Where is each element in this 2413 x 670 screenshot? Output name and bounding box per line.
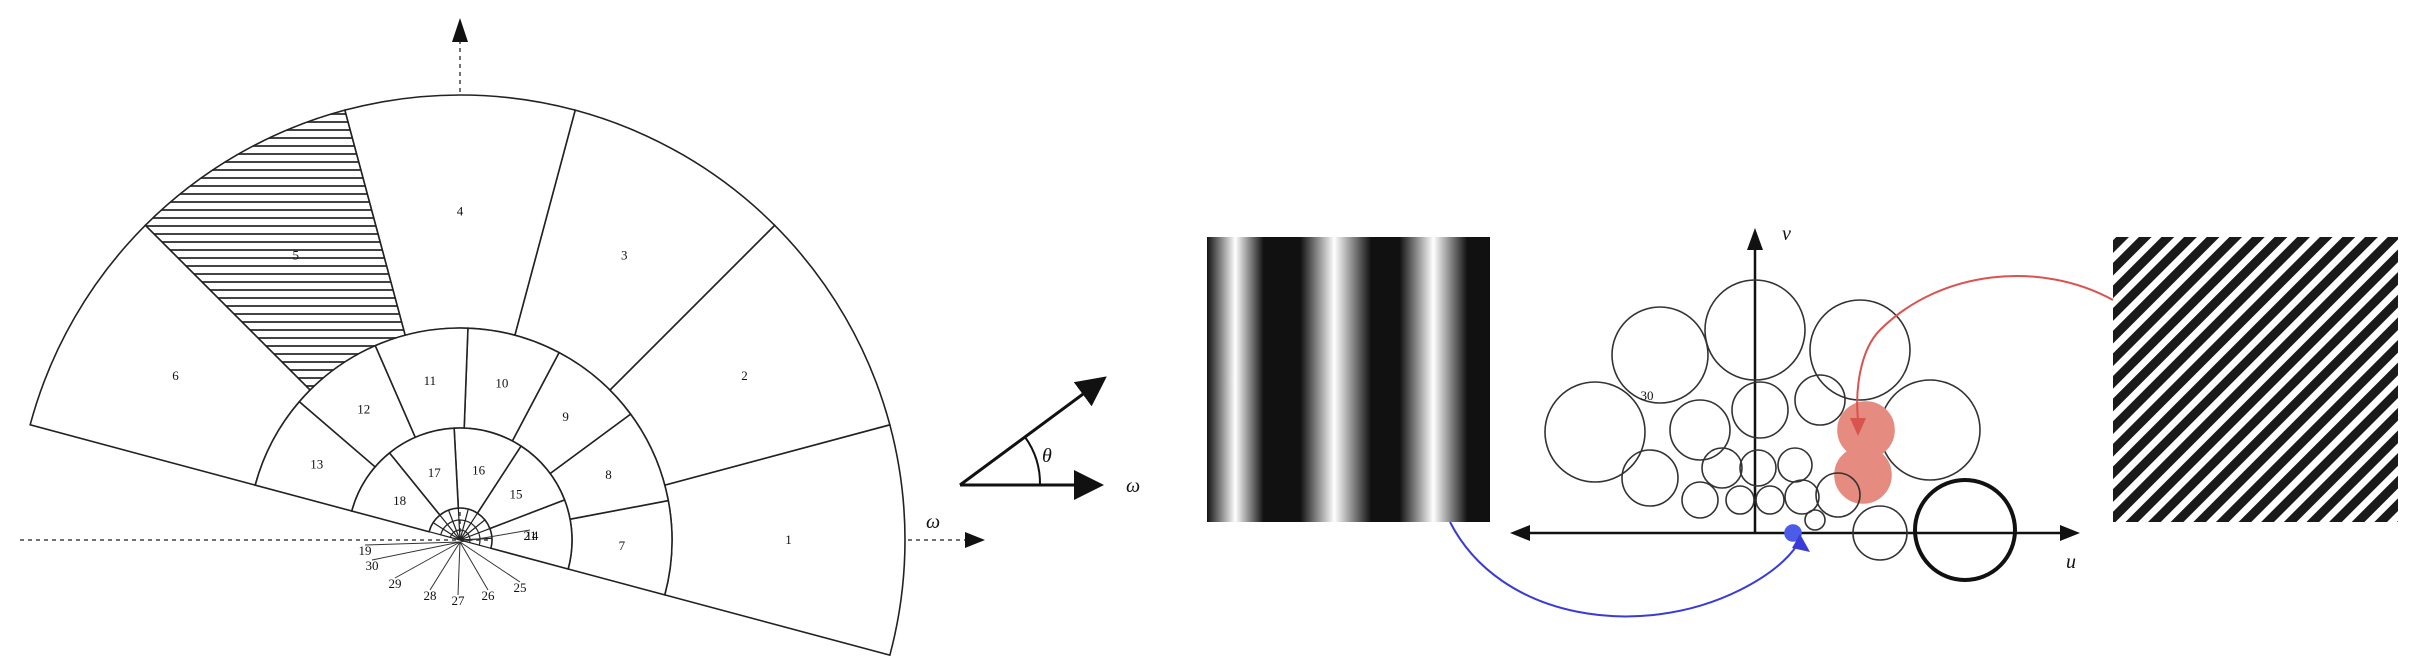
- u-axis-right-arrowhead: [2060, 525, 2080, 541]
- filter-circle: [1913, 478, 2017, 582]
- core-divider: [459, 519, 486, 541]
- v-axis-arrowhead: [1747, 228, 1763, 250]
- filter-circle: [1809, 299, 1911, 401]
- filter-circle: [1611, 306, 1709, 404]
- inner-sector-label: 16: [472, 462, 486, 477]
- omega-axis-label: ω: [926, 511, 940, 533]
- filter-circle: [1879, 379, 1981, 481]
- core-callout-line: [459, 541, 489, 591]
- middle-sector-label: 11: [424, 373, 437, 388]
- diagonal-grating-image: [2113, 237, 2398, 522]
- outer-sector-label: 4: [457, 204, 464, 219]
- filter-circle: [1704, 279, 1806, 381]
- angle-theta-icon: θ ω: [959, 376, 1140, 500]
- core-callout-line: [459, 541, 521, 583]
- filter-circle: [1731, 381, 1789, 439]
- inner-sector-1: [488, 498, 573, 570]
- core-callout-line: [429, 541, 461, 591]
- v-axis-label: v: [1782, 223, 1791, 245]
- angle-omega-label: ω: [1126, 475, 1140, 497]
- filter-circle: [1621, 449, 1679, 507]
- core-divider: [447, 509, 461, 541]
- u-axis-left-arrowhead: [1510, 525, 1530, 541]
- core-callout-line: [364, 541, 461, 546]
- filter-circles: [1544, 279, 2017, 582]
- core-callout-label: 26: [482, 588, 496, 603]
- omega-axis-arrowhead: [965, 532, 985, 548]
- blue-arrow: [1449, 521, 1801, 618]
- middle-sector-label: 13: [310, 456, 323, 471]
- filter-circle: [1794, 374, 1846, 426]
- filter-circle: [1755, 485, 1785, 515]
- red-arrow: [1856, 275, 2114, 421]
- inner-sector-2: [476, 444, 566, 530]
- cell-label: 30: [1641, 388, 1654, 403]
- core-divider: [428, 531, 461, 541]
- middle-sector-label: 8: [605, 467, 612, 482]
- filter-circle: [1681, 481, 1719, 519]
- core-divider: [459, 512, 478, 541]
- inner-sector-label: 14: [525, 528, 539, 543]
- core-callout-label: 25: [514, 580, 527, 595]
- core-callout-label: 21: [524, 528, 537, 543]
- filter-circle: [1701, 447, 1743, 489]
- filter-circle: [1777, 447, 1813, 483]
- core-arc: [440, 519, 481, 546]
- theta-label: θ: [1042, 445, 1052, 467]
- inner-sector-5: [350, 451, 441, 533]
- core-callout-label: 27: [452, 593, 466, 608]
- core-callout-label: 30: [366, 558, 379, 573]
- filter-circle: [1669, 399, 1731, 461]
- outer-sector-label: 2: [741, 368, 748, 383]
- core-callout-label: 29: [389, 576, 402, 591]
- outer-sector-label: 6: [172, 368, 179, 383]
- core-divider: [439, 514, 461, 541]
- core-callout-line: [371, 541, 461, 561]
- vertical-axis-arrowhead: [452, 18, 468, 42]
- middle-sector-label: 7: [619, 538, 626, 553]
- core-callout-line: [457, 541, 461, 596]
- u-axis-label: u: [2066, 551, 2076, 573]
- inner-sector-3: [453, 427, 523, 515]
- blue-arrowhead: [1792, 534, 1810, 552]
- filter-bank-diagram: u v 30: [1449, 223, 2114, 618]
- middle-sector-label: 12: [357, 402, 370, 417]
- inner-sector-label: 17: [428, 465, 442, 480]
- angle-arc: [1024, 436, 1042, 486]
- outer-sector-label: 1: [785, 532, 792, 547]
- middle-sector-label: 9: [562, 409, 569, 424]
- inner-sector-4: [388, 427, 460, 517]
- red-arrowhead: [1850, 418, 1866, 436]
- angle-ray-line: [959, 376, 1107, 487]
- inner-sector-label: 15: [509, 487, 522, 502]
- outer-sector-label: 3: [621, 248, 628, 263]
- core-divider: [459, 508, 469, 541]
- middle-sector-label: 10: [495, 376, 508, 391]
- filter-circle: [1784, 479, 1820, 515]
- outer-sector-label: 5: [293, 248, 300, 263]
- core-arc: [449, 529, 471, 543]
- core-callout-line: [459, 529, 531, 543]
- core-callout-label: 19: [359, 543, 372, 558]
- filter-circle: [1852, 505, 1908, 561]
- highlighted-filter-red: [1834, 446, 1892, 504]
- core-divider: [432, 522, 461, 541]
- vertical-grating-image: [1207, 237, 1490, 522]
- core-callout-line: [394, 541, 461, 579]
- filter-circle: [1804, 509, 1826, 531]
- inner-sector-label: 18: [393, 493, 406, 508]
- filter-circle: [1544, 381, 1646, 483]
- filter-circle: [1739, 449, 1777, 487]
- filter-circle: [1815, 472, 1861, 518]
- core-divider: [459, 527, 491, 541]
- filter-circle: [1725, 485, 1755, 515]
- core-callout-label: 28: [424, 588, 437, 603]
- core-divider: [457, 508, 461, 541]
- highlighted-filter-blue: [1784, 524, 1802, 542]
